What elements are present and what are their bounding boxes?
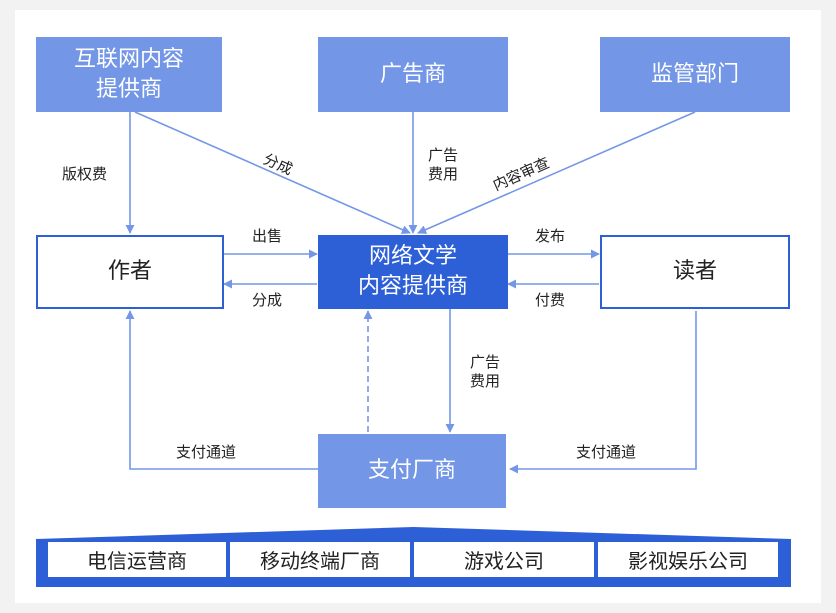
node-advertiser: 广告商 — [318, 37, 508, 112]
node-reader: 读者 — [600, 235, 790, 309]
label-payment-channel-right: 支付通道 — [576, 443, 637, 461]
edge-revenue-share-top — [134, 111, 411, 234]
label-copyright-fee: 版权费 — [62, 165, 108, 183]
bottom-cell-game-company: 游戏公司 — [414, 542, 594, 577]
bottom-cell-entertainment: 影视娱乐公司 — [598, 542, 778, 577]
bottom-cell-telecom: 电信运营商 — [48, 542, 226, 577]
label-sell: 出售 — [252, 227, 283, 245]
edge-content-review — [417, 111, 696, 234]
edge-payment-channel-left — [125, 310, 318, 470]
node-internet-provider: 互联网内容 提供商 — [36, 37, 222, 112]
bottom-cell-device-maker: 移动终端厂商 — [230, 542, 410, 577]
label-pay: 付费 — [535, 291, 566, 309]
label-ad-fee-top: 广告 费用 — [428, 146, 459, 183]
label-revenue-share-author: 分成 — [252, 291, 283, 309]
node-platform: 网络文学 内容提供商 — [318, 235, 508, 309]
label-publish: 发布 — [535, 227, 566, 245]
node-author: 作者 — [36, 235, 224, 309]
edge-payment-channel-right — [509, 311, 697, 474]
label-ad-fee-bottom: 广告 费用 — [470, 353, 501, 390]
node-regulator: 监管部门 — [600, 37, 790, 112]
label-payment-channel-left: 支付通道 — [176, 443, 237, 461]
node-payment: 支付厂商 — [318, 434, 506, 508]
